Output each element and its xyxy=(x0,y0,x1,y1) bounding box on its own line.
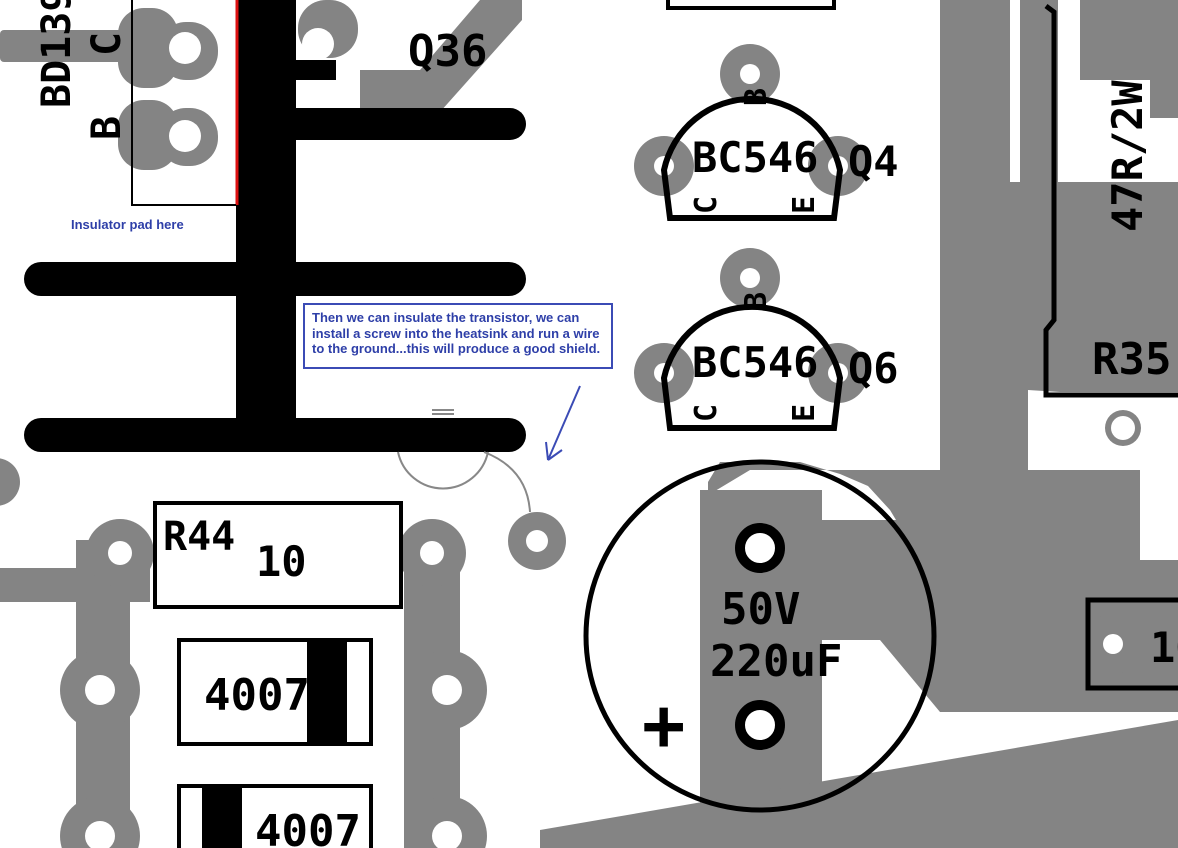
diode-1-label: 4007 xyxy=(204,670,310,721)
capacitor-outline xyxy=(583,459,937,813)
r44-value: 10 xyxy=(256,537,307,586)
shield-callout: Then we can insulate the transistor, we … xyxy=(303,303,613,369)
capacitor-value-label: 220uF xyxy=(710,636,842,687)
q4-pin-b-label: B xyxy=(739,88,774,106)
bd139-label: BD139 xyxy=(34,0,80,108)
q36-label: Q36 xyxy=(408,26,487,77)
drill-holes xyxy=(85,28,1135,848)
r44-outline xyxy=(153,501,403,609)
diode-2 xyxy=(177,784,373,848)
insulator-note: Insulator pad here xyxy=(71,217,184,232)
bd139-pin-c-label: C xyxy=(84,32,130,56)
r44-label: R44 xyxy=(163,514,235,560)
bd139-pin-b-label: B xyxy=(84,116,130,140)
top-part-outline xyxy=(666,0,836,10)
bd139-outline xyxy=(131,0,236,206)
r47-label: 47R/2W xyxy=(1103,80,1152,232)
q6-pin-b-label: B xyxy=(739,292,774,310)
capacitor-pad-bottom xyxy=(735,700,785,750)
heatsink xyxy=(24,0,526,452)
q6-label: Q6 xyxy=(848,344,899,393)
r47-outline xyxy=(1043,4,1178,398)
annotation-arrow xyxy=(545,385,581,461)
capacitor-voltage-label: 50V xyxy=(721,584,800,635)
q4-label: Q4 xyxy=(848,137,899,186)
q4-part-label: BC546 xyxy=(692,133,818,182)
capacitor-pad-top xyxy=(735,523,785,573)
ground-wire-sketch xyxy=(397,409,531,513)
capacitor-plus-label: + xyxy=(642,683,685,767)
diode-2-label: 4007 xyxy=(255,806,361,848)
q6-pin-e-label: E xyxy=(787,404,822,422)
diode-1 xyxy=(177,638,373,746)
right-part-outline xyxy=(1085,597,1178,691)
q4-pin-c-label: C xyxy=(689,196,724,214)
q6-outline xyxy=(660,303,844,431)
q6-part-label: BC546 xyxy=(692,338,818,387)
q4-outline xyxy=(660,95,844,221)
q6-pin-c-label: C xyxy=(689,404,724,422)
r35-label: R35 xyxy=(1092,334,1171,385)
right-part-label: 10 xyxy=(1150,623,1178,672)
q4-pin-e-label: E xyxy=(787,196,822,214)
